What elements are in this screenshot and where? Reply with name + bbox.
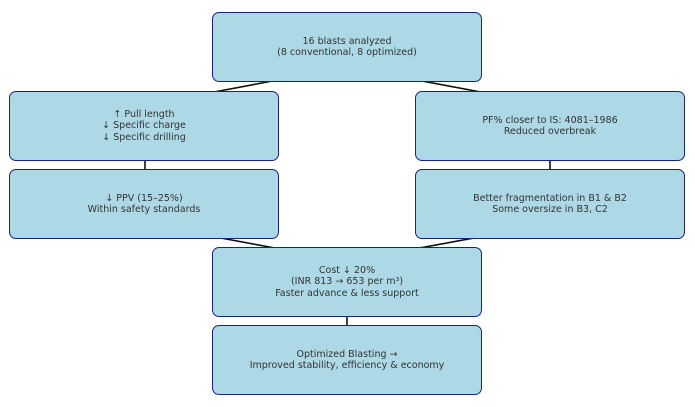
node-text-line: Reduced overbreak	[503, 126, 597, 137]
node-text-line: (INR 813 → 653 per m³)	[290, 276, 404, 288]
node-text-line: Optimized Blasting →	[296, 348, 398, 360]
node-fragmentation: Better fragmentation in B1 & B2 Some ove…	[415, 169, 685, 239]
node-text-line: Improved stability, efficiency & economy	[249, 360, 445, 371]
node-text-line: Better fragmentation in B1 & B2	[473, 192, 627, 204]
node-text-line: ↓ Specific drilling	[102, 131, 186, 143]
node-text-line: Faster advance & less support	[275, 287, 419, 299]
node-text-line: 16 blasts analyzed	[302, 35, 392, 47]
node-pf-overbreak: PF% closer to IS: 4081–1986 Reduced over…	[415, 91, 685, 161]
node-text-line: ↓ PPV (15–25%)	[105, 192, 183, 204]
node-text-line: Cost ↓ 20%	[318, 264, 376, 276]
node-ppv-safety: ↓ PPV (15–25%) Within safety standards	[9, 169, 279, 239]
node-optimized-blasting: Optimized Blasting → Improved stability,…	[212, 325, 482, 395]
node-text-line: Within safety standards	[87, 204, 201, 215]
node-text-line: ↓ Specific charge	[102, 120, 186, 132]
node-pull-charge-drilling: ↑ Pull length ↓ Specific charge ↓ Specif…	[9, 91, 279, 161]
node-text-line: (8 conventional, 8 optimized)	[277, 47, 417, 58]
node-text-line: PF% closer to IS: 4081–1986	[482, 114, 618, 126]
node-cost-reduction: Cost ↓ 20% (INR 813 → 653 per m³) Faster…	[212, 247, 482, 317]
node-text-line: Some oversize in B3, C2	[492, 204, 608, 215]
node-text-line: ↑ Pull length	[113, 108, 175, 120]
node-blasts-analyzed: 16 blasts analyzed (8 conventional, 8 op…	[212, 12, 482, 82]
